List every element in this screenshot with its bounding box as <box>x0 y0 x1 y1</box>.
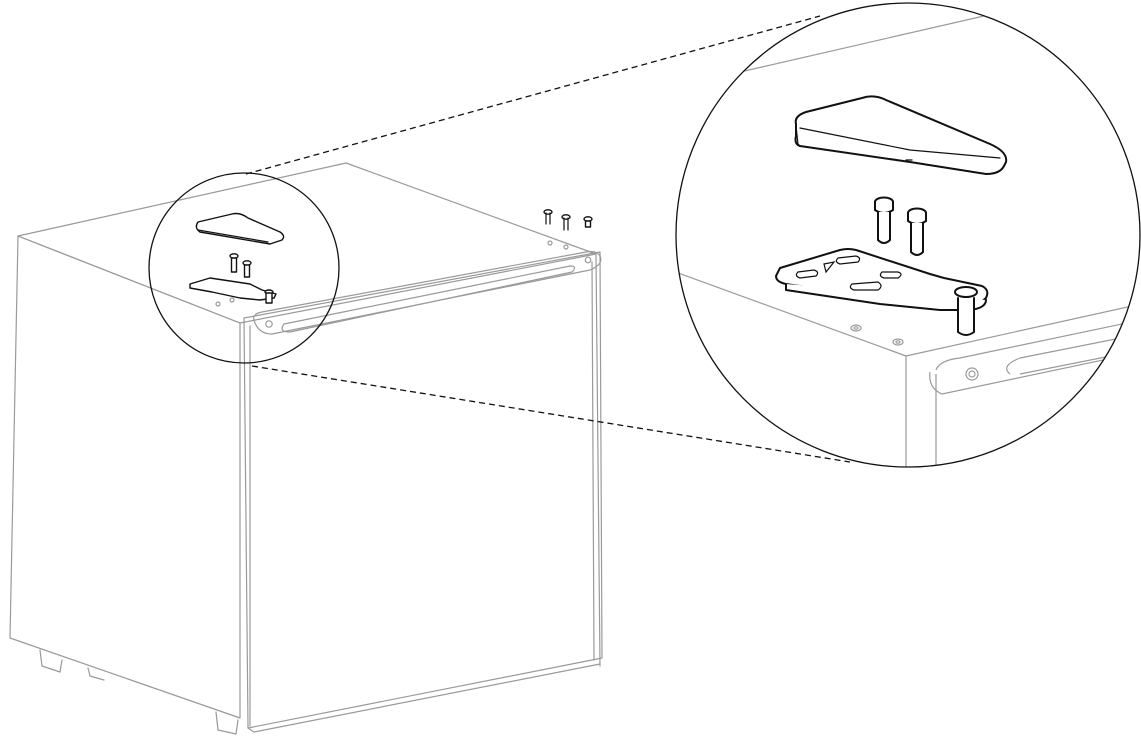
hinge-bracket-icon <box>775 248 989 336</box>
hinge-cover-icon <box>794 95 1008 175</box>
fridge-door <box>243 250 603 733</box>
screw-icon <box>229 253 239 273</box>
screw-icon <box>561 214 571 231</box>
leader-lines <box>245 15 851 463</box>
screw-icon <box>583 216 593 228</box>
hinge-cover-small <box>195 212 285 245</box>
detail-callout-circle <box>148 172 340 364</box>
hinge-bracket-small <box>189 277 277 304</box>
screw-icon <box>874 196 894 244</box>
screw-icon <box>543 209 553 225</box>
hinge-screws-small <box>229 253 252 278</box>
screw-icon <box>242 260 252 278</box>
screw-icon <box>907 207 927 256</box>
fridge-cabinet <box>9 162 601 735</box>
cabinet-screw-holes <box>215 240 569 307</box>
spare-screws <box>543 209 593 231</box>
zoom-detail-circle <box>675 2 1141 468</box>
zoomed-detail <box>676 9 1140 467</box>
